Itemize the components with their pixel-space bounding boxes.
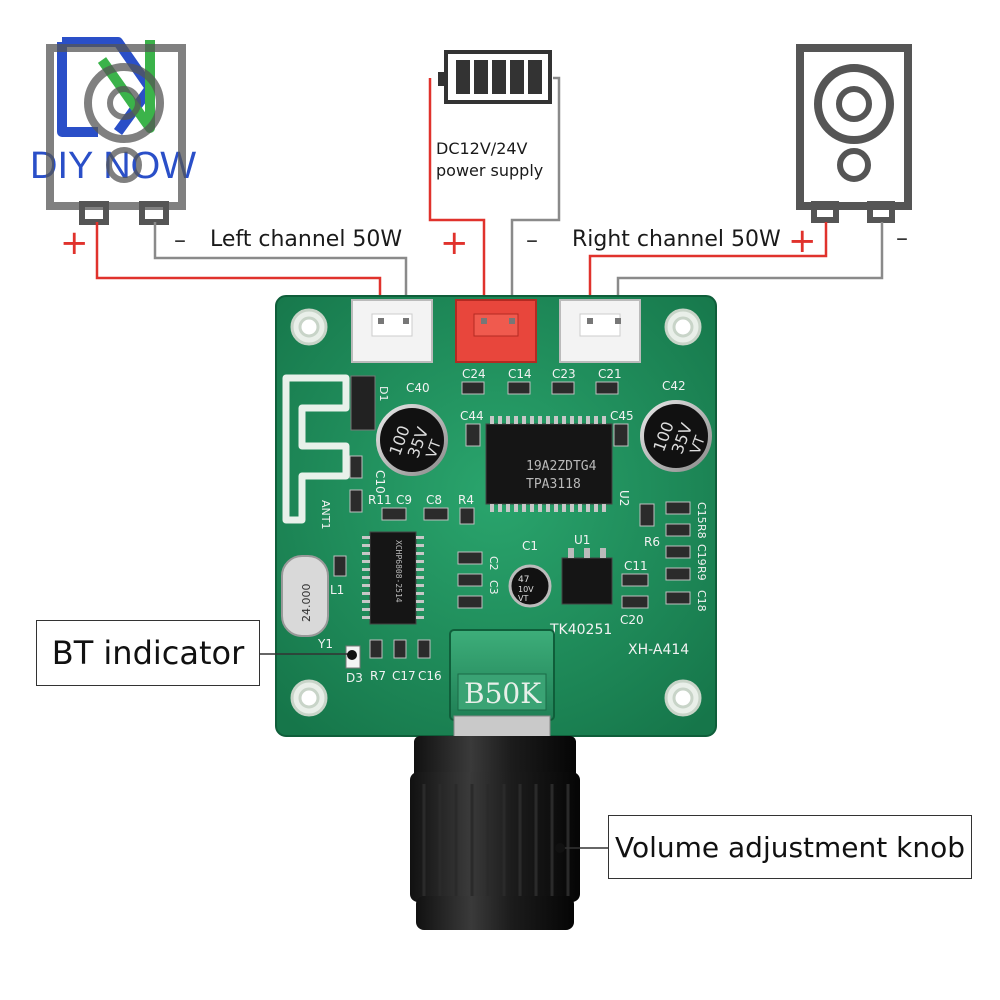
silk-label: D1 — [377, 386, 390, 401]
silk-label: C42 — [662, 379, 686, 393]
svg-text:19A2ZDTG4: 19A2ZDTG4 — [526, 459, 597, 474]
right-plus-sign: + — [788, 221, 817, 261]
silk-label: C23 — [552, 367, 576, 381]
volume-knob-dot — [555, 843, 565, 853]
silk-label: C9 — [396, 493, 412, 507]
volume-knob[interactable] — [410, 736, 580, 930]
silk-label: C20 — [620, 613, 644, 627]
silk-label: R8 — [695, 524, 708, 539]
volume-potentiometer[interactable]: B50K — [450, 630, 554, 738]
volume-knob-text: Volume adjustment knob — [615, 831, 965, 864]
silk-label: D3 — [346, 671, 363, 685]
silk-label: C45 — [610, 409, 634, 423]
silk-label: C1 — [522, 539, 538, 553]
silk-label: C24 — [462, 367, 486, 381]
silk-label: C15 — [695, 502, 708, 524]
silk-label: C10 — [373, 470, 387, 494]
power-plus-sign: + — [440, 223, 469, 263]
silk-label: C3 — [487, 580, 500, 595]
silk-label: C8 — [426, 493, 442, 507]
capacitor-c42: 100 35V VT — [642, 402, 710, 470]
svg-text:XCHP6808-2514: XCHP6808-2514 — [394, 540, 403, 603]
crystal-oscillator: 24.000 — [282, 556, 328, 636]
left-minus-sign: – — [174, 226, 186, 254]
capacitor-c1: 47 10V VT — [510, 566, 550, 606]
silk-label: U2 — [617, 490, 631, 506]
silk-label: C11 — [624, 559, 648, 573]
silk-label: C44 — [460, 409, 484, 423]
silk-label: R11 — [368, 493, 392, 507]
silk-label: C17 — [392, 669, 416, 683]
power-positive-wire — [430, 78, 484, 322]
silk-label: C40 — [406, 381, 430, 395]
bt-indicator-text: BT indicator — [52, 634, 245, 672]
silk-label: Y1 — [317, 637, 333, 651]
voltage-regulator — [562, 558, 612, 604]
power-label-line1: DC12V/24V — [436, 139, 528, 158]
bluetooth-chip: XCHP6808-2514 — [362, 532, 424, 624]
silk-label: R4 — [458, 493, 474, 507]
battery-icon — [438, 52, 550, 102]
svg-text:TPA3118: TPA3118 — [526, 477, 581, 492]
power-minus-sign: – — [526, 226, 538, 254]
silk-label: L1 — [330, 583, 344, 597]
silk-label: R7 — [370, 669, 386, 683]
bt-indicator-callout: BT indicator — [36, 620, 260, 686]
capacitor-c40: 100 35V VT — [378, 406, 446, 474]
board-model-label: XH-A414 — [628, 642, 689, 658]
volume-knob-callout: Volume adjustment knob — [608, 815, 972, 879]
power-negative-wire — [512, 78, 559, 322]
silk-label: U1 — [574, 533, 590, 547]
silk-label: C16 — [418, 669, 442, 683]
potentiometer-label: B50K — [464, 677, 542, 710]
power-label-line2: power supply — [436, 161, 543, 180]
svg-text:24.000: 24.000 — [300, 584, 313, 623]
silk-label: R9 — [695, 566, 708, 581]
regulator-label: TK40251 — [549, 622, 612, 638]
silk-label: R6 — [644, 535, 660, 549]
left-channel-label: Left channel 50W — [210, 227, 402, 252]
right-minus-sign: – — [896, 224, 908, 252]
silk-label: C2 — [487, 556, 500, 571]
silk-label: C18 — [695, 590, 708, 612]
right-speaker-icon — [800, 48, 908, 220]
amplifier-chip: 19A2ZDTG4 TPA3118 — [486, 416, 612, 512]
wiring — [97, 78, 882, 322]
svg-text:47: 47 — [518, 575, 529, 585]
silk-label: ANT1 — [319, 500, 332, 529]
svg-text:10V: 10V — [518, 585, 534, 594]
svg-text:VT: VT — [518, 594, 528, 603]
right-channel-label: Right channel 50W — [572, 227, 781, 252]
bt-indicator-dot — [347, 650, 357, 660]
silk-label: C14 — [508, 367, 532, 381]
left-plus-sign: + — [60, 223, 89, 263]
silk-label: C19 — [695, 544, 708, 566]
silk-label: C21 — [598, 367, 622, 381]
